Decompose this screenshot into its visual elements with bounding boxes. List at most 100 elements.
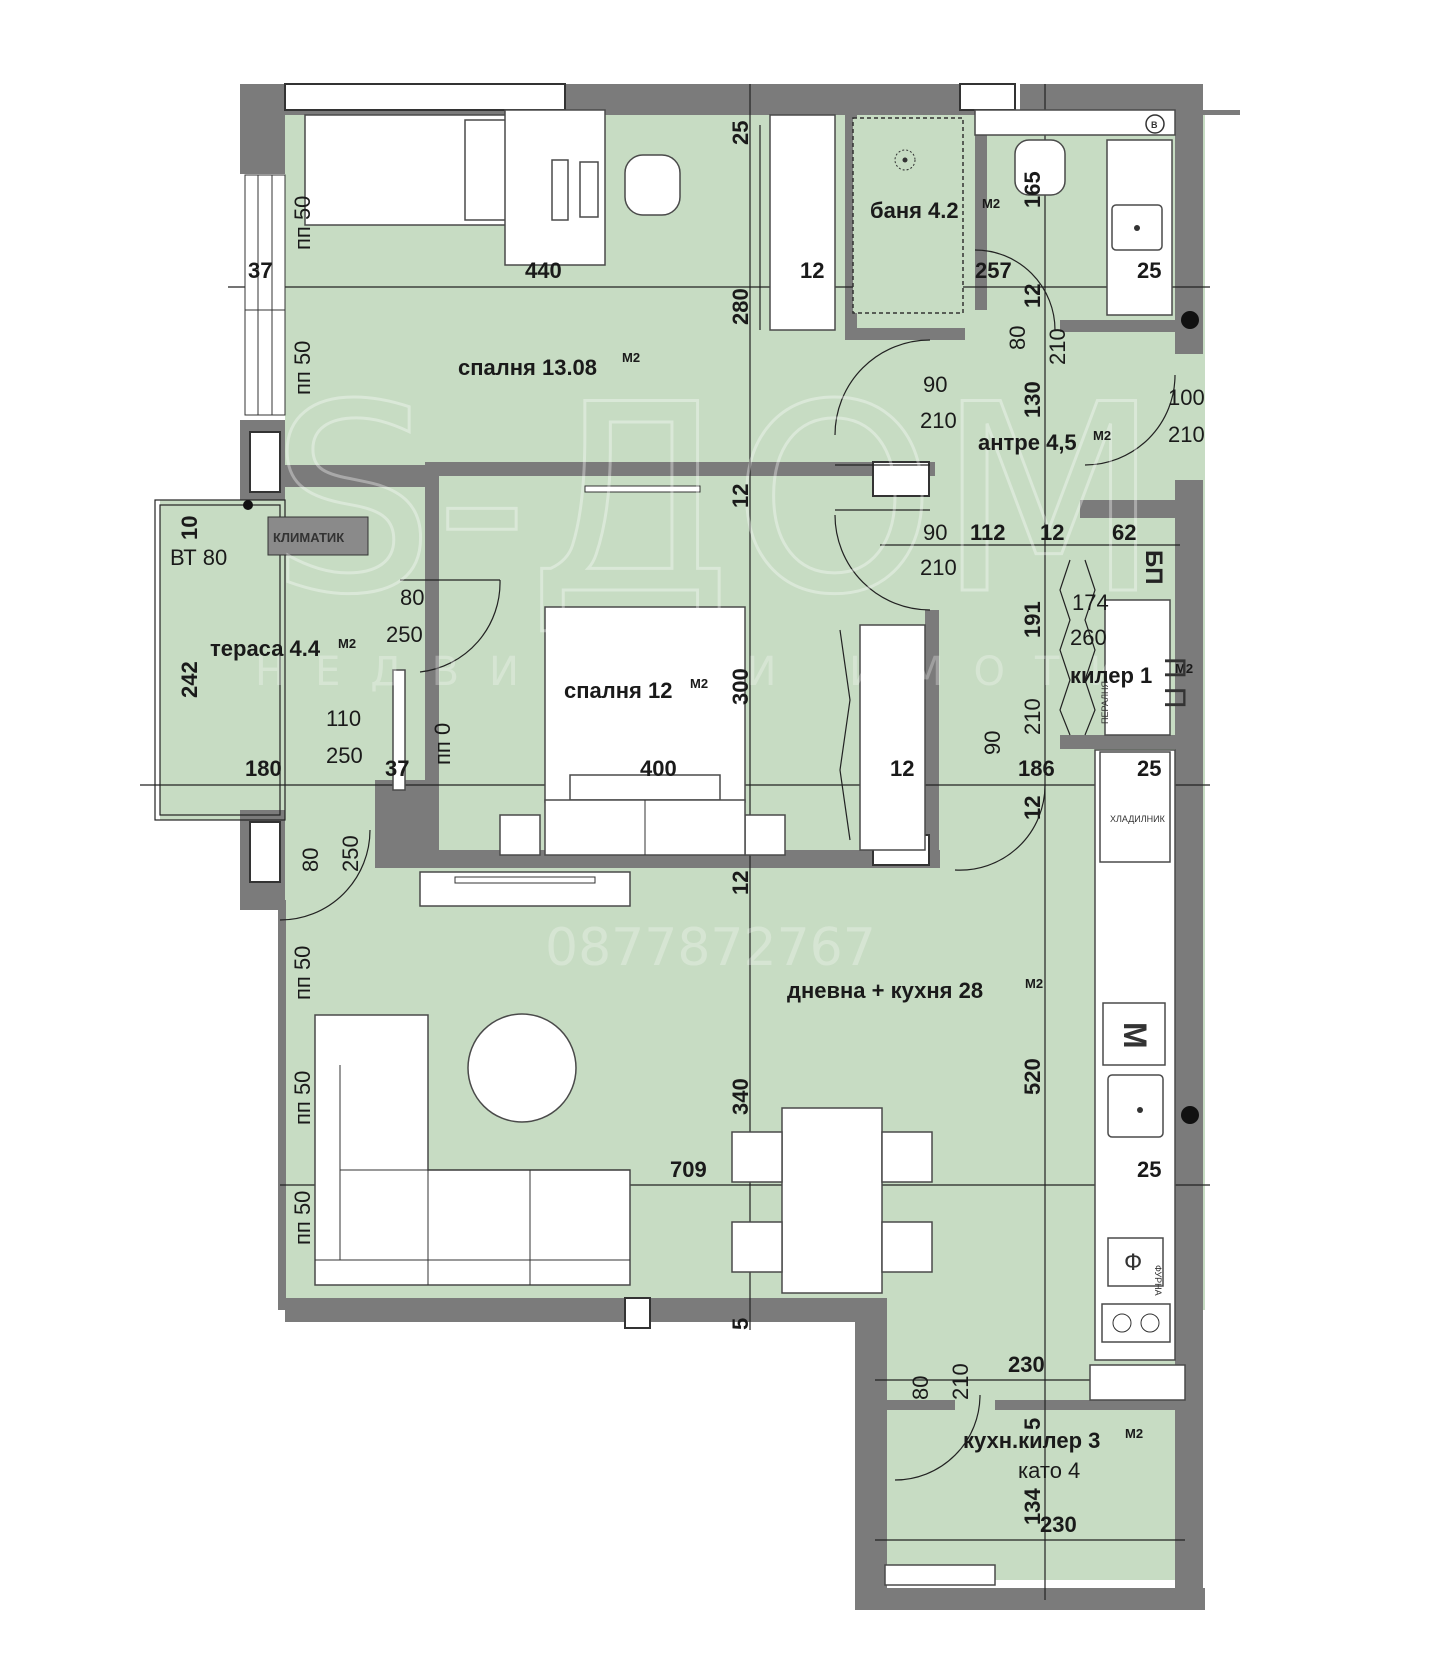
dim-text: 112 xyxy=(970,520,1006,545)
appliance-labels: КЛИМАТИК ХЛАДИЛНИК М Ф ФУРНА ПЕРАЛНЯ П П… xyxy=(170,530,1191,1296)
dim-text: 230 xyxy=(1040,1512,1077,1537)
room-label-terrace: тераса 4.4 xyxy=(210,636,321,661)
room-label-living: дневна + кухня 28 xyxy=(787,978,983,1003)
dining-table xyxy=(781,1107,883,1294)
wardrobe xyxy=(769,114,836,331)
microwave xyxy=(1102,1002,1166,1066)
dim-text: 250 xyxy=(386,622,423,647)
watermark: S-ДОМ НЕДВИЖИМИ ИМОТИ 0877872767 xyxy=(255,349,1162,979)
sink-kitchen xyxy=(1107,1074,1164,1138)
watermark-phone: 0877872767 xyxy=(545,918,876,978)
dim-text: 80 xyxy=(908,1376,933,1400)
room-label-bedroom2: спалня 12 xyxy=(564,678,672,703)
dim-text: 90 xyxy=(923,520,947,545)
room-unit-hall: M2 xyxy=(1093,428,1111,443)
dim-text: 130 xyxy=(1020,381,1045,418)
window-mark: пп 0 xyxy=(430,723,455,765)
air-conditioner xyxy=(267,516,369,556)
watermark-tagline: НЕДВИЖИМИ ИМОТИ xyxy=(255,649,1149,695)
chair xyxy=(731,1131,783,1183)
room-unit-closet: M2 xyxy=(1175,661,1193,676)
room-label-hall: антре 4,5 xyxy=(978,430,1077,455)
dimension-texts: 25 280 165 37 440 12 257 25 12 80 210 90… xyxy=(177,121,1205,1537)
dim-text: 210 xyxy=(920,555,957,580)
room-label-pantry: кухн.килер 3 xyxy=(963,1428,1100,1453)
fridge-label: ХЛАДИЛНИК xyxy=(1110,814,1166,824)
oven-label: ФУРНА xyxy=(1153,1265,1163,1296)
walls xyxy=(154,83,1240,1610)
wardrobe-2 xyxy=(859,624,926,851)
climatic-label: КЛИМАТИК xyxy=(273,530,344,545)
toilet xyxy=(1014,139,1066,196)
tv xyxy=(584,485,701,493)
dim-text: 110 xyxy=(326,706,361,731)
dim-text: 191 xyxy=(1020,601,1045,638)
dim-text: 250 xyxy=(326,743,363,768)
oven xyxy=(1107,1237,1164,1287)
pantry-note: като 4 xyxy=(1018,1458,1080,1483)
room-label-closet: килер 1 xyxy=(1070,663,1152,688)
dim-text: 12 xyxy=(1040,520,1064,545)
window-mark: пп 50 xyxy=(290,946,315,1000)
boiler-icon xyxy=(1145,114,1165,134)
room-unit-bathroom: M2 xyxy=(982,196,1000,211)
microwave-label: М xyxy=(1117,1022,1153,1049)
dim-text: 25 xyxy=(728,121,753,145)
dim-text: 520 xyxy=(1020,1058,1045,1095)
dim-text: 90 xyxy=(980,731,1005,755)
dim-text: 340 xyxy=(728,1078,753,1115)
dim-text: 186 xyxy=(1018,756,1055,781)
room-unit-bedroom1: M2 xyxy=(622,350,640,365)
watermark-logo: S-ДОМ xyxy=(270,350,1161,652)
coffee-table xyxy=(467,1013,577,1123)
dim-text: 210 xyxy=(1045,328,1070,365)
dim-text: 210 xyxy=(948,1363,973,1400)
dim-text: 80 xyxy=(1005,326,1030,350)
chair xyxy=(624,154,681,216)
fridge xyxy=(1099,751,1171,863)
dim-text: 12 xyxy=(728,871,753,895)
dim-text: 12 xyxy=(800,258,824,283)
cooktop xyxy=(1101,1303,1171,1343)
room-label-bathroom: баня 4.2 xyxy=(870,198,959,223)
dim-text: 210 xyxy=(1020,698,1045,735)
dim-text: 180 xyxy=(245,756,282,781)
washing-machine xyxy=(1104,599,1171,736)
dim-text: 37 xyxy=(248,258,272,283)
dim-text: 62 xyxy=(1112,520,1136,545)
chair xyxy=(731,1221,783,1273)
window-mark: пп 50 xyxy=(290,196,315,250)
dim-text: 257 xyxy=(975,258,1012,283)
window-mark: пп 50 xyxy=(290,1191,315,1245)
room-label-bedroom1: спалня 13.08 xyxy=(458,355,597,380)
oven-letter: Ф xyxy=(1124,1249,1142,1276)
cabinet xyxy=(1089,1364,1186,1401)
dim-text: 10 xyxy=(177,516,202,540)
dim-text: 250 xyxy=(338,835,363,872)
dim-text: 260 xyxy=(1070,625,1107,650)
dim-text: 80 xyxy=(298,848,323,872)
dim-text: 210 xyxy=(920,408,957,433)
dim-text: 134 xyxy=(1020,1488,1045,1525)
room-unit-pantry: M2 xyxy=(1125,1426,1143,1441)
washer-label: ПЕРАЛНЯ xyxy=(1100,681,1110,724)
dim-text: 25 xyxy=(1137,756,1161,781)
dim-text: 400 xyxy=(640,756,677,781)
door-swings xyxy=(279,125,1176,1481)
window-mark: пп 50 xyxy=(290,1071,315,1125)
chair xyxy=(881,1131,933,1183)
room-unit-bedroom2: M2 xyxy=(690,676,708,691)
dim-text: 100 xyxy=(1168,385,1205,410)
washer-letters: П П xyxy=(1158,657,1191,708)
dim-text: 12 xyxy=(1020,796,1045,820)
room-labels: спалня 13.08 M2 баня 4.2 M2 антре 4,5 M2… xyxy=(210,196,1193,1483)
dim-text: 12 xyxy=(1020,284,1045,308)
window-mark: пп 50 xyxy=(290,341,315,395)
room-unit-terrace: M2 xyxy=(338,636,356,651)
chair xyxy=(881,1221,933,1273)
dim-text: 280 xyxy=(728,288,753,325)
dim-text: 210 xyxy=(1168,422,1205,447)
dim-text: 5 xyxy=(1020,1418,1045,1430)
dim-text: 174 xyxy=(1072,590,1109,615)
